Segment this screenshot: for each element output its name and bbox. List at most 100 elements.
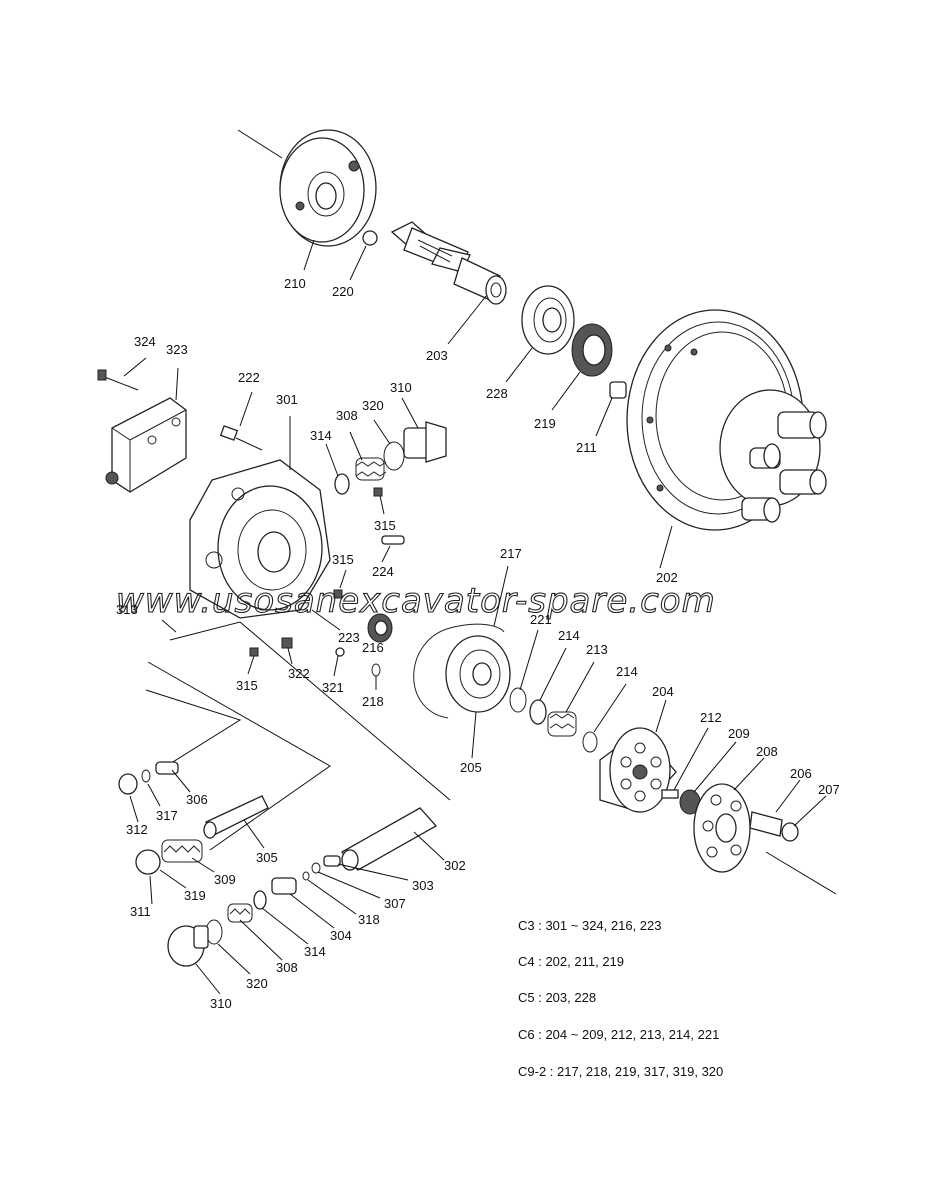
label-210: 210 bbox=[284, 276, 306, 291]
label-228: 228 bbox=[486, 386, 508, 401]
label-212: 212 bbox=[700, 710, 722, 725]
part-210-cover bbox=[237, 129, 377, 247]
label-204: 204 bbox=[652, 684, 674, 699]
part-315-pin-a bbox=[373, 487, 383, 497]
label-304: 304 bbox=[330, 928, 352, 943]
label-320-lower: 320 bbox=[246, 976, 268, 991]
part-306-plug bbox=[155, 761, 179, 775]
label-224: 224 bbox=[372, 564, 394, 579]
label-301: 301 bbox=[276, 392, 298, 407]
part-310-plug-lower bbox=[167, 925, 209, 967]
part-309-spring bbox=[161, 839, 203, 863]
label-315-c: 315 bbox=[236, 678, 258, 693]
label-307: 307 bbox=[384, 896, 406, 911]
label-216: 216 bbox=[362, 640, 384, 655]
kit-c5: C5 : 203, 228 bbox=[518, 990, 596, 1005]
part-312-plug bbox=[118, 773, 138, 795]
label-221: 221 bbox=[530, 612, 552, 627]
explode-line-lower-right bbox=[765, 851, 837, 895]
part-214-ring-b bbox=[582, 731, 598, 753]
part-324-bolt bbox=[97, 369, 139, 391]
label-317: 317 bbox=[156, 808, 178, 823]
label-223: 223 bbox=[338, 630, 360, 645]
part-203-shaft bbox=[390, 221, 507, 305]
label-308-lower: 308 bbox=[276, 960, 298, 975]
part-218-oring bbox=[371, 663, 381, 677]
kit-legend: C3 : 301 ~ 324, 216, 223 C4 : 202, 211, … bbox=[518, 918, 723, 1079]
label-214-a: 214 bbox=[558, 628, 580, 643]
label-305: 305 bbox=[256, 850, 278, 865]
label-310-lower: 310 bbox=[210, 996, 232, 1011]
label-310-upper: 310 bbox=[390, 380, 412, 395]
part-305-spool bbox=[203, 795, 269, 839]
part-223-pin bbox=[311, 609, 341, 631]
watermark: www.usosanexcavator-spare.com bbox=[116, 581, 716, 621]
part-302-valve bbox=[340, 807, 438, 871]
part-216-bearing bbox=[367, 613, 393, 643]
part-315-pin-b bbox=[333, 589, 343, 599]
label-303: 303 bbox=[412, 878, 434, 893]
part-number-labels: 210 220 203 228 219 211 202 324 323 222 … bbox=[116, 276, 840, 1011]
label-217: 217 bbox=[500, 546, 522, 561]
part-308-spring-lower bbox=[227, 903, 253, 923]
label-202: 202 bbox=[656, 570, 678, 585]
part-321-pin bbox=[335, 647, 345, 657]
part-212-pin bbox=[661, 789, 679, 799]
part-314-washer-upper bbox=[334, 473, 350, 495]
label-308-upper: 308 bbox=[336, 408, 358, 423]
part-214-ring-a bbox=[529, 699, 547, 725]
explode-lines bbox=[145, 621, 451, 851]
part-303-poppet bbox=[323, 855, 341, 867]
part-202-housing bbox=[626, 309, 827, 531]
part-221-snap-ring bbox=[509, 687, 527, 713]
part-320-oring-upper bbox=[383, 441, 405, 471]
label-318: 318 bbox=[358, 912, 380, 927]
label-319: 319 bbox=[184, 888, 206, 903]
part-310-plug-upper bbox=[403, 421, 447, 463]
label-203: 203 bbox=[426, 348, 448, 363]
label-leaders bbox=[123, 239, 827, 995]
kit-c4: C4 : 202, 211, 219 bbox=[518, 954, 624, 969]
label-219: 219 bbox=[534, 416, 556, 431]
label-315-a: 315 bbox=[374, 518, 396, 533]
part-304-plug bbox=[271, 877, 297, 895]
kit-c3: C3 : 301 ~ 324, 216, 223 bbox=[518, 918, 661, 933]
part-207-shoe bbox=[781, 822, 799, 842]
label-313: 313 bbox=[116, 602, 138, 617]
label-214-b: 214 bbox=[616, 664, 638, 679]
part-319-cap bbox=[135, 849, 161, 875]
label-322: 322 bbox=[288, 666, 310, 681]
part-317-oring bbox=[141, 769, 151, 783]
label-314-upper: 314 bbox=[310, 428, 332, 443]
part-318-ring bbox=[302, 871, 310, 881]
part-211-plug bbox=[609, 381, 627, 399]
label-213: 213 bbox=[586, 642, 608, 657]
label-220: 220 bbox=[332, 284, 354, 299]
part-206-piston bbox=[749, 811, 783, 837]
label-302: 302 bbox=[444, 858, 466, 873]
part-314-washer-lower bbox=[253, 890, 267, 910]
label-218: 218 bbox=[362, 694, 384, 709]
label-321: 321 bbox=[322, 680, 344, 695]
label-312: 312 bbox=[126, 822, 148, 837]
label-207: 207 bbox=[818, 782, 840, 797]
label-208: 208 bbox=[756, 744, 778, 759]
part-208-retainer-plate bbox=[693, 783, 751, 873]
label-309: 309 bbox=[214, 872, 236, 887]
label-209: 209 bbox=[728, 726, 750, 741]
part-308-spring-upper bbox=[355, 457, 387, 481]
part-224-pin bbox=[381, 535, 405, 545]
label-320-upper: 320 bbox=[362, 398, 384, 413]
label-315-b: 315 bbox=[332, 552, 354, 567]
part-307-ring bbox=[311, 862, 321, 874]
part-217-snap-ring bbox=[413, 623, 505, 719]
kit-c9-2: C9-2 : 217, 218, 219, 317, 319, 320 bbox=[518, 1064, 723, 1079]
part-313-pin bbox=[161, 619, 177, 633]
part-323-block bbox=[105, 397, 187, 493]
part-219-seal bbox=[571, 323, 613, 377]
label-323: 323 bbox=[166, 342, 188, 357]
part-204-cylinder-block bbox=[599, 727, 677, 813]
label-211: 211 bbox=[576, 440, 597, 455]
kit-c6: C6 : 204 ~ 209, 212, 213, 214, 221 bbox=[518, 1027, 719, 1042]
